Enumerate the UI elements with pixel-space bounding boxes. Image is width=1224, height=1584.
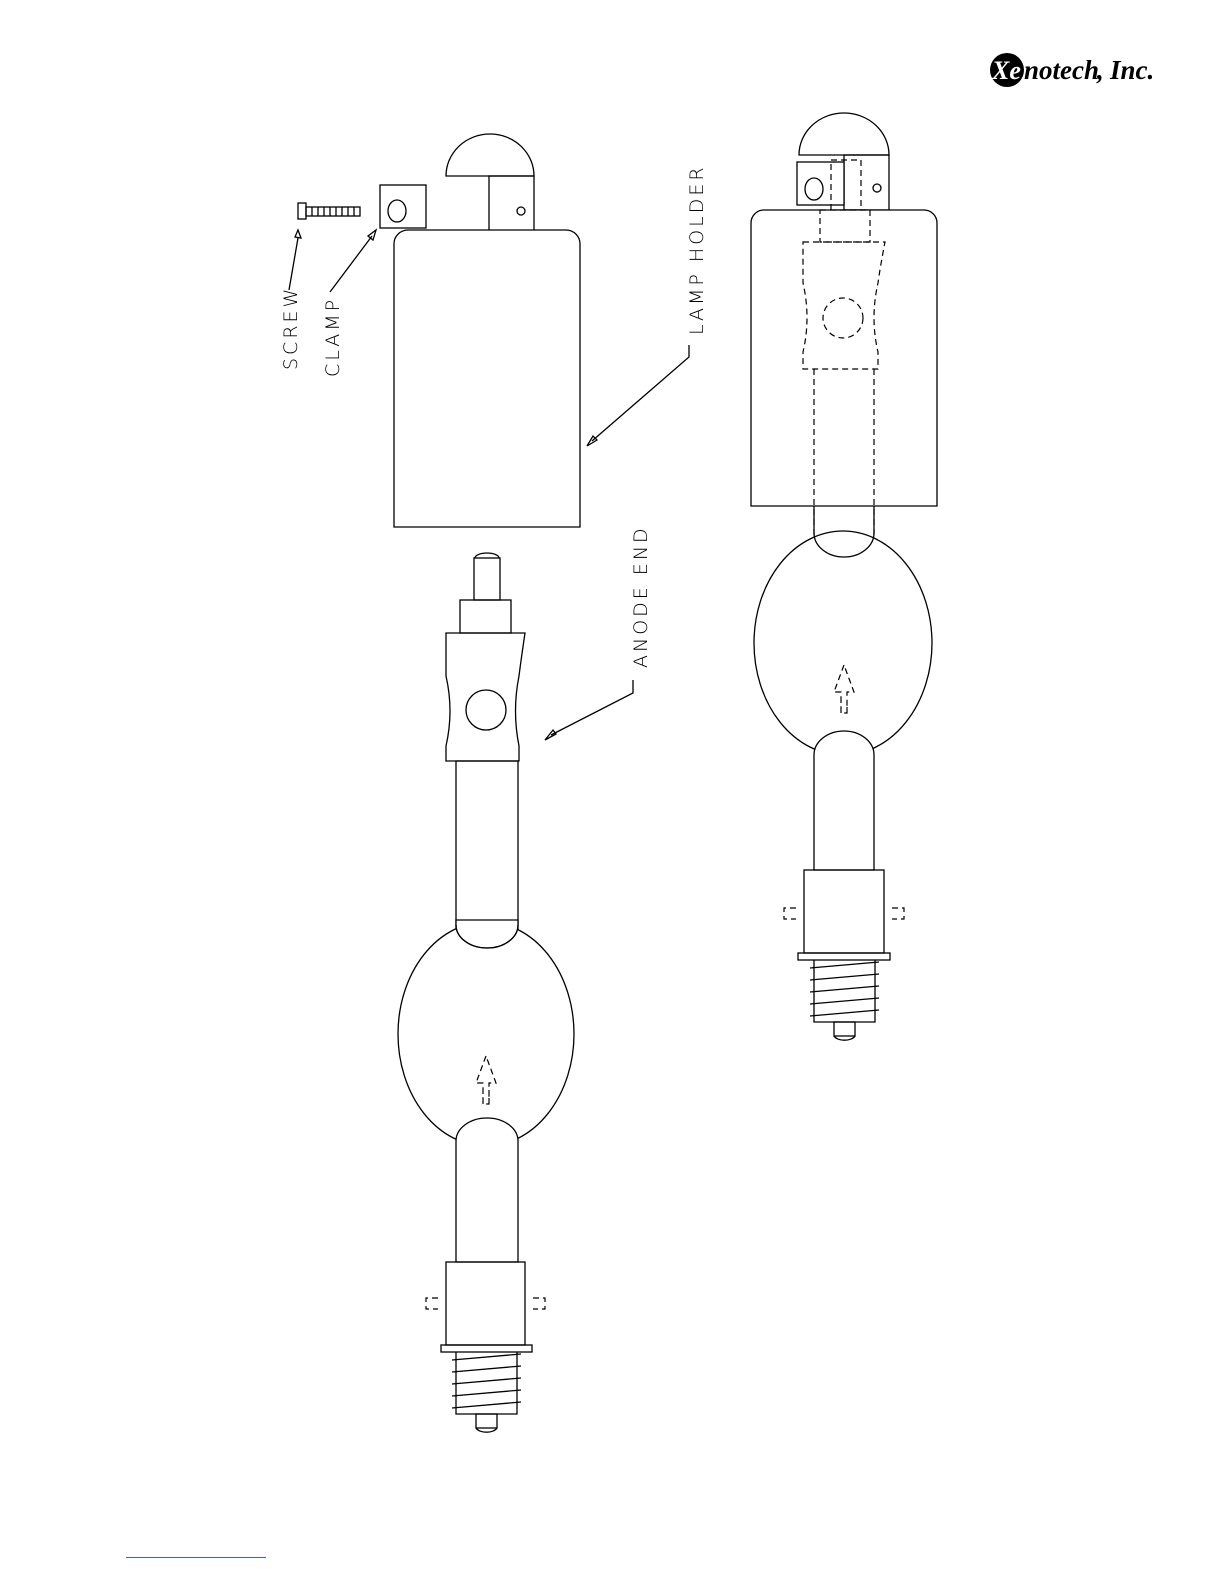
footer-rule — [126, 1557, 266, 1558]
screw-head — [298, 203, 306, 219]
lamp-holder-leader — [592, 345, 689, 441]
base-lugs — [426, 1298, 545, 1309]
holder-post-hole — [517, 207, 525, 215]
anode-end-leader — [551, 680, 633, 735]
logo-wordmark: notech — [1024, 55, 1099, 85]
clamp-label: CLAMP — [322, 297, 344, 377]
assembled-base — [804, 870, 884, 953]
cathode-tip — [476, 1414, 497, 1428]
clamp — [380, 185, 426, 228]
lamp-holder-label: LAMP HOLDER — [686, 164, 708, 335]
clamp-leader — [330, 236, 372, 292]
clamp-hole — [388, 200, 406, 222]
screw — [298, 203, 360, 219]
lamp-left — [398, 553, 574, 1432]
anode-tip — [475, 553, 499, 558]
assembled-holder-cap — [799, 113, 889, 155]
logo-mark-letters: Xe — [991, 56, 1021, 85]
assembled-clamp — [797, 162, 844, 205]
screw-leader — [289, 238, 298, 290]
holder-cap — [446, 134, 534, 176]
lamp-right-assembled — [751, 113, 937, 1040]
screw-threads — [312, 207, 354, 216]
screw-label: SCREW — [280, 286, 302, 370]
assembled-flange — [798, 953, 890, 960]
screw-shank — [306, 207, 360, 216]
anode-collar — [460, 600, 511, 633]
logo-suffix: Inc. — [1109, 55, 1154, 85]
clamp-block — [380, 185, 426, 228]
holder-post — [489, 176, 534, 231]
cathode-base — [446, 1262, 525, 1345]
assembled-holder-body — [751, 210, 937, 506]
logo-comma: , — [1096, 55, 1104, 85]
lamp-bulb — [398, 922, 574, 1146]
assembled-screw-threads — [810, 962, 879, 1016]
anode-tube — [456, 761, 518, 931]
company-logo: Xe notech , Inc. — [990, 53, 1154, 87]
anode-pin — [474, 558, 500, 600]
assembled-cathode-tube — [814, 731, 874, 870]
assembled-bulb — [754, 531, 932, 755]
anode-connector-hole — [466, 690, 506, 730]
anode-connector — [446, 633, 525, 761]
assembled-holder-post — [844, 155, 889, 210]
cathode-tube — [456, 1118, 518, 1262]
base-flange — [441, 1345, 532, 1352]
anode-end-label: ANODE END — [630, 525, 652, 668]
screw-base-threads — [452, 1354, 521, 1408]
holder-body — [394, 230, 580, 527]
lamp-holder — [394, 134, 580, 527]
